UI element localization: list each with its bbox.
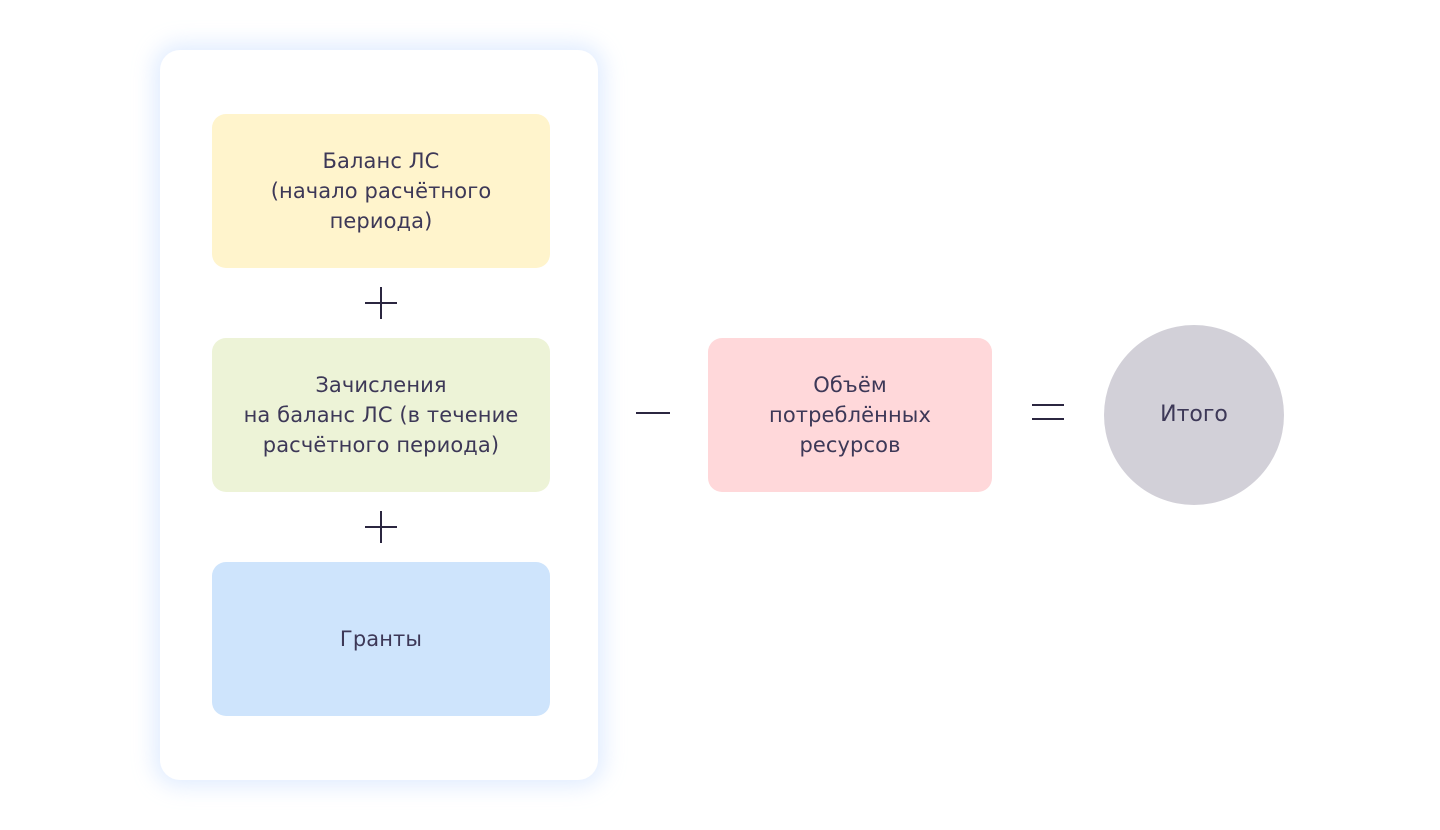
total-circle: Итого [1104,325,1284,505]
balance-start-label: Баланс ЛС (начало расчётного периода) [270,149,492,233]
grants-box: Гранты [212,562,550,716]
equals-operator-icon [1032,404,1064,422]
credits-label: Зачисления на баланс ЛС (в течение расчё… [243,373,519,457]
credits-box: Зачисления на баланс ЛС (в течение расчё… [212,338,550,492]
balance-start-box: Баланс ЛС (начало расчётного периода) [212,114,550,268]
total-label: Итого [1160,402,1228,427]
grants-label: Гранты [339,627,423,651]
plus-operator-icon [365,287,397,319]
plus-operator-icon [365,511,397,543]
minus-operator-icon [636,412,670,414]
consumed-resources-label: Объём потреблённых ресурсов [768,373,932,457]
consumed-resources-box: Объём потреблённых ресурсов [708,338,992,492]
